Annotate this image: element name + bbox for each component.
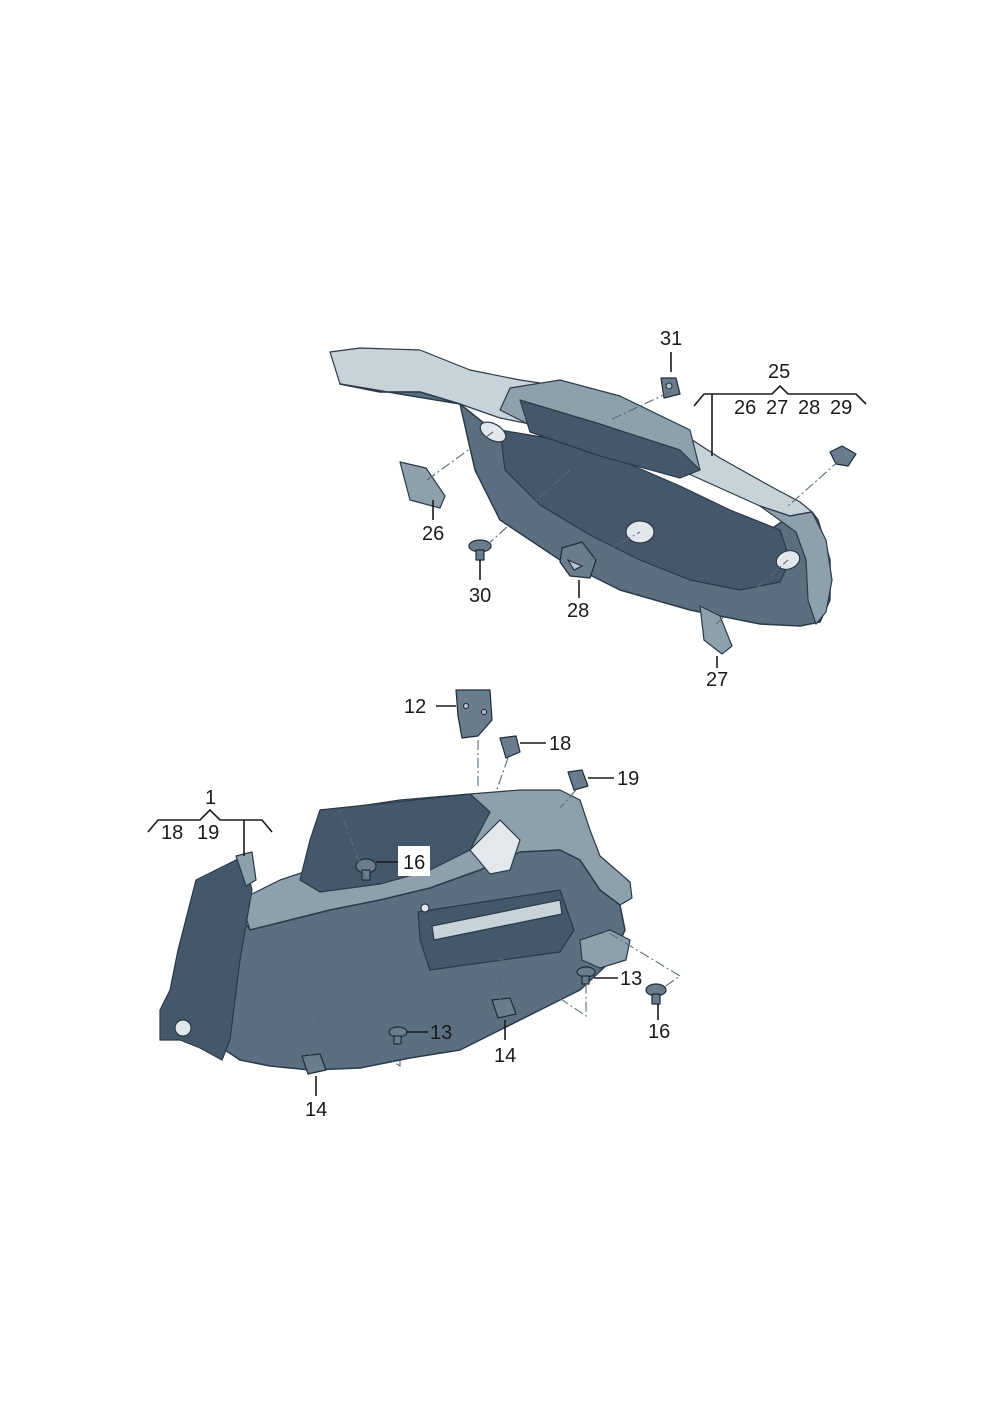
part-27-cover <box>699 605 733 655</box>
part-14-nut-mid <box>491 997 517 1019</box>
part-16-screw-upper <box>355 858 377 881</box>
label-30: 30 <box>469 585 491 607</box>
part-19-clip <box>567 769 589 791</box>
label-27-group: 27 <box>766 397 788 419</box>
part-29-clip <box>829 445 857 467</box>
label-16-background <box>398 846 430 876</box>
part-31-clip <box>660 377 681 399</box>
label-31: 31 <box>660 328 682 350</box>
part-14-nut-left <box>301 1053 327 1075</box>
lower-side-trim <box>159 789 633 1071</box>
label-16-right: 16 <box>648 1021 670 1043</box>
part-12-bracket <box>455 689 493 739</box>
part-28-cap <box>559 541 597 579</box>
label-1: 1 <box>205 787 216 809</box>
label-14-left: 14 <box>305 1099 327 1121</box>
upper-trim-panel <box>329 347 833 627</box>
label-16-upper: 16 <box>403 852 425 874</box>
label-19: 19 <box>617 768 639 790</box>
label-27: 27 <box>706 669 728 691</box>
part-16-screw-right <box>645 983 667 1005</box>
part-18-clip <box>499 735 521 759</box>
label-26-group: 26 <box>734 397 756 419</box>
label-12: 12 <box>404 696 426 718</box>
label-19-group: 19 <box>197 822 219 844</box>
label-18: 18 <box>549 733 571 755</box>
label-28: 28 <box>567 600 589 622</box>
label-29: 29 <box>830 397 852 419</box>
label-13-right: 13 <box>620 968 642 990</box>
label-26: 26 <box>422 523 444 545</box>
label-28-group: 28 <box>798 397 820 419</box>
label-18-group: 18 <box>161 822 183 844</box>
part-30-screw <box>468 539 492 561</box>
part-26-cover <box>399 461 446 509</box>
label-13-left: 13 <box>430 1022 452 1044</box>
label-14-mid: 14 <box>494 1045 516 1067</box>
label-25: 25 <box>768 361 790 383</box>
part-13-screw-left <box>388 1026 408 1045</box>
